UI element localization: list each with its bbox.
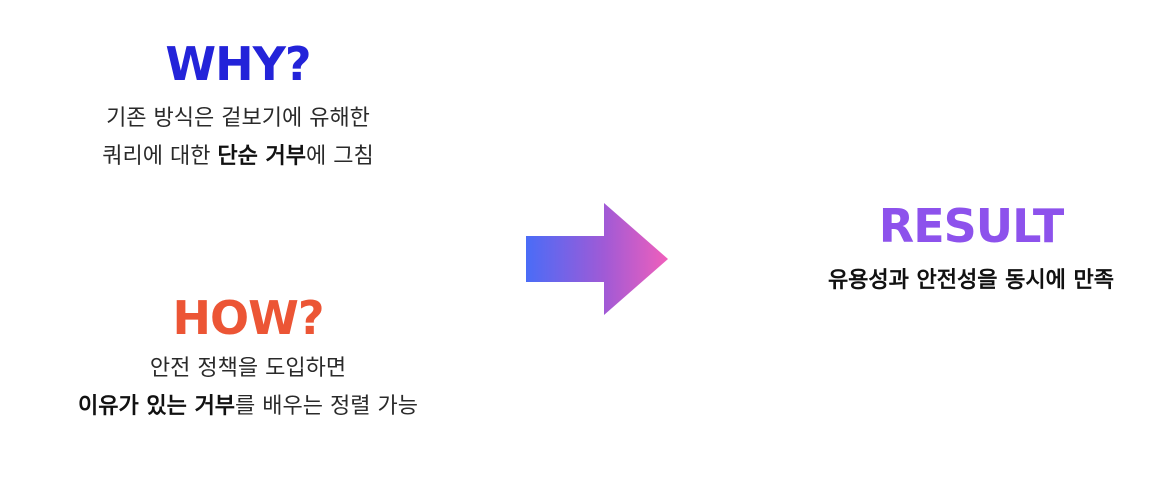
how-section: HOW? 안전 정책을 도입하면 이유가 있는 거부를 배우는 정렬 가능 [28,290,468,426]
arrow-shape [526,203,668,315]
result-section: RESULT 유용성과 안전성을 동시에 만족 [790,198,1152,300]
why-section: WHY? 기존 방식은 겉보기에 유해한 쿼리에 대한 단순 거부에 그침 [28,36,448,176]
why-line-2: 쿼리에 대한 단순 거부에 그침 [28,138,448,176]
how-line-2-emphasis: 이유가 있는 거부 [78,394,236,419]
why-line-2-prefix: 쿼리에 대한 [102,144,218,169]
why-description: 기존 방식은 겉보기에 유해한 쿼리에 대한 단순 거부에 그침 [28,100,448,176]
how-heading: HOW? [172,291,324,345]
result-line-1: 유용성과 안전성을 동시에 만족 [827,268,1115,293]
how-line-2: 이유가 있는 거부를 배우는 정렬 가능 [28,388,468,426]
result-heading: RESULT [878,199,1064,253]
why-line-2-suffix: 에 그침 [306,144,374,169]
why-heading: WHY? [165,37,311,91]
how-line-1: 안전 정책을 도입하면 [149,356,347,381]
how-line-2-suffix: 를 배우는 정렬 가능 [235,394,418,419]
how-description: 안전 정책을 도입하면 이유가 있는 거부를 배우는 정렬 가능 [28,350,468,426]
why-line-2-emphasis: 단순 거부 [217,144,307,169]
right-arrow-icon [526,203,668,315]
why-line-1: 기존 방식은 겉보기에 유해한 [106,106,370,131]
